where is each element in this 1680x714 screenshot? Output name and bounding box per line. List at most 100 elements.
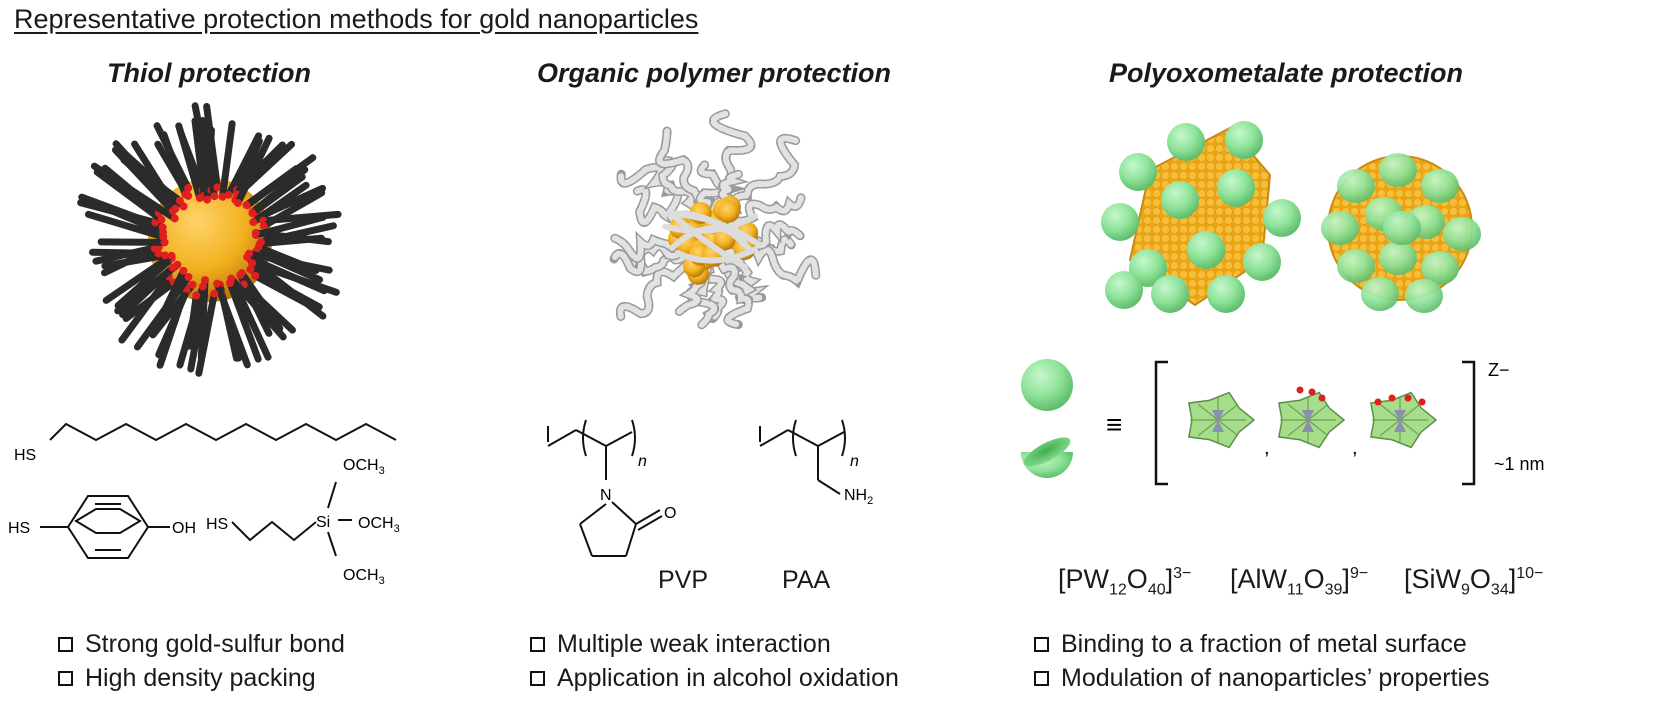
pom-sphere <box>1321 211 1359 245</box>
pom-sphere <box>1151 275 1189 313</box>
pom-nanoparticle-hexagonal <box>1101 121 1301 313</box>
polymer-strand-highlight <box>717 255 752 328</box>
pom-sphere <box>1225 121 1263 159</box>
pvp-label: PVP <box>658 566 709 594</box>
thiol-chain <box>257 222 337 246</box>
thiol-chain <box>90 162 179 222</box>
checkbox-icon <box>58 671 73 686</box>
pom-sphere <box>1379 153 1417 187</box>
thiol-chain <box>153 122 192 192</box>
cluster-edge <box>1287 403 1309 421</box>
oxygen-atom <box>1296 386 1304 394</box>
sulfur-atom <box>201 276 210 285</box>
oxygen-atom <box>1374 398 1382 406</box>
checkbox-icon <box>58 637 73 652</box>
checkbox-icon <box>1034 671 1049 686</box>
siw9o34-cluster-icon <box>1369 391 1438 449</box>
thiol-chain <box>260 189 326 230</box>
sulfur-atom <box>184 272 193 281</box>
dodecanethiol-structure <box>49 422 397 442</box>
thiol-chain <box>118 272 173 344</box>
thiol-bullet-1: Strong gold-sulfur bond <box>58 630 345 659</box>
sulfur-atom <box>251 271 260 280</box>
sulfur-atom <box>226 278 235 287</box>
oxygen-label: O <box>664 505 676 522</box>
polymer-bullet-2: Application in alcohol oxidation <box>530 664 899 693</box>
pom-sphere <box>1421 251 1459 285</box>
nitrogen-label: N <box>600 487 612 504</box>
pom-sphere <box>1263 199 1301 237</box>
pom-sphere <box>1337 169 1375 203</box>
alw11o39-cluster-icon <box>1277 386 1346 449</box>
thiol-chain <box>77 199 159 226</box>
cluster-center <box>1302 420 1314 432</box>
si-label: Si <box>316 514 330 531</box>
pom-sphere <box>1405 279 1443 313</box>
mptms-structure <box>231 481 352 557</box>
thiol-chain <box>219 120 236 201</box>
sulfur-atom <box>210 192 219 201</box>
thiol-chain <box>225 132 263 199</box>
thiol-chain <box>229 277 272 361</box>
thiol-chain <box>100 244 159 277</box>
cluster-edge <box>1217 403 1239 421</box>
pom-sphere <box>1243 243 1281 281</box>
sulfur-atom <box>158 223 167 232</box>
sulfur-atom <box>161 251 170 260</box>
oh-label: OH <box>172 520 196 537</box>
sulfur-atom <box>248 209 257 218</box>
polymer-strand <box>668 210 753 253</box>
paa-label: PAA <box>782 566 831 594</box>
thiol-chain <box>185 292 200 350</box>
sulfur-atom <box>192 291 201 300</box>
polymer-strand <box>669 211 749 271</box>
pom-sphere <box>1207 275 1245 313</box>
thiol-chain <box>114 254 176 310</box>
pom-nanoparticle-spherical <box>1321 153 1481 313</box>
thiol-chain <box>213 280 251 369</box>
sulfur-atom <box>213 183 222 192</box>
sulfur-atom <box>150 244 159 253</box>
equivalence-sign: ≡ <box>1106 409 1122 440</box>
thiol-chain <box>102 252 176 304</box>
sulfur-atom <box>188 280 197 289</box>
thiol-chain <box>227 275 287 341</box>
oxygen-atom <box>1418 398 1426 406</box>
sulfur-atom <box>175 196 184 205</box>
pom-sphere-icon <box>1021 359 1073 411</box>
thiol-chain <box>119 264 177 319</box>
thiol-chain <box>191 117 208 200</box>
pom-sphere <box>1217 169 1255 207</box>
cluster-center <box>1394 410 1406 422</box>
gold-core <box>662 195 764 285</box>
cluster-center <box>1212 420 1224 432</box>
och3-bot: OCH3 <box>343 567 385 587</box>
thiol-heading: Thiol protection <box>107 58 311 88</box>
cluster-center <box>1302 410 1314 422</box>
oxygen-atom <box>1308 388 1316 396</box>
cluster-edge <box>1379 403 1401 421</box>
pvp-n-label: n <box>638 453 647 470</box>
cluster-comma-2: , <box>1352 437 1358 459</box>
sulfur-atom <box>179 202 188 211</box>
pw12o40-cluster-icon <box>1187 391 1256 449</box>
cluster-edge <box>1399 419 1421 437</box>
och3-mid: OCH3 <box>358 515 400 535</box>
pom-heading: Polyoxometalate protection <box>1108 58 1464 88</box>
pom-sphere <box>1167 123 1205 161</box>
pom-bullet-2: Modulation of nanoparticles’ properties <box>1034 664 1490 693</box>
sulfur-atom <box>243 253 252 262</box>
pom-sphere <box>1119 153 1157 191</box>
thiol-chain <box>245 250 333 274</box>
sulfur-atom <box>210 289 219 298</box>
formula-siw9o34: [SiW9O34]10− <box>1404 564 1544 599</box>
sulfur-atom <box>198 282 207 291</box>
polymer-heading: Organic polymer protection <box>536 58 892 88</box>
och3-top: OCH3 <box>343 457 385 477</box>
mercaptophenol-structure <box>40 495 170 559</box>
cluster-edge <box>1197 419 1219 437</box>
pom-sphere <box>1421 169 1459 203</box>
pom-sphere <box>1337 249 1375 283</box>
sulfur-atom <box>167 251 176 260</box>
